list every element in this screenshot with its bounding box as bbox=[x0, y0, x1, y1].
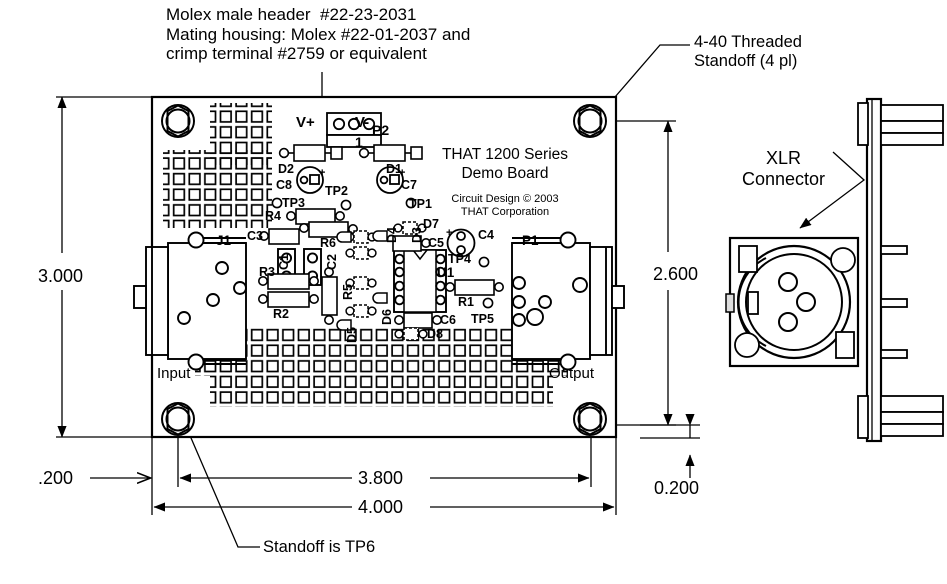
dimension-standoff-inset-bottom bbox=[640, 413, 700, 478]
dimension-label-board-width: 4.000 bbox=[358, 497, 404, 517]
silkscreen-ref-r3: R3 bbox=[259, 265, 275, 279]
silkscreen-ref-c5: C5 bbox=[428, 236, 444, 250]
silkscreen-ref-r4: R4 bbox=[265, 209, 281, 223]
resistor-r3 bbox=[257, 273, 319, 290]
dimension-label-board-height: 3.000 bbox=[38, 266, 84, 286]
silkscreen-ref-tp4: TP4 bbox=[448, 252, 471, 266]
polarity-mark-c7: + bbox=[399, 167, 406, 179]
ic-u1 bbox=[393, 249, 447, 313]
connector-j1 bbox=[133, 231, 247, 371]
dimension-label-inset-bottom: 0.200 bbox=[654, 478, 700, 498]
silkscreen-ref-tp2: TP2 bbox=[325, 184, 348, 198]
silkscreen-ref-r1: R1 bbox=[458, 295, 474, 309]
testpoint-pads bbox=[271, 197, 417, 211]
testpoint-tp4 bbox=[478, 256, 490, 268]
silkscreen-v-plus: V+ bbox=[296, 114, 315, 131]
capacitor-c6 bbox=[393, 312, 442, 329]
dimension-label-standoff-span: 3.800 bbox=[358, 468, 404, 488]
silkscreen-input-label: Input bbox=[157, 365, 191, 382]
silkscreen-ref-r6: R6 bbox=[320, 236, 336, 250]
silkscreen-ref-r5: R5 bbox=[341, 284, 355, 300]
side-profile-view bbox=[857, 97, 944, 443]
silkscreen-v-minus: V- bbox=[355, 114, 370, 131]
silkscreen-ref-p2: P2 bbox=[372, 122, 390, 138]
silkscreen-output-label: Output bbox=[549, 365, 595, 382]
dimension-label-standoff-height: 2.600 bbox=[653, 264, 699, 284]
silkscreen-ref-u1: U1 bbox=[437, 265, 455, 280]
standoff-top-left bbox=[161, 104, 195, 138]
note-standoff-tp6: Standoff is TP6 bbox=[263, 538, 376, 556]
capacitor-c3 bbox=[258, 228, 300, 245]
silkscreen-ref-d8: D8 bbox=[427, 327, 443, 341]
note-threaded-standoff: 4-40 Threaded Standoff (4 pl) bbox=[694, 33, 802, 71]
silkscreen-ref-r2: R2 bbox=[273, 307, 289, 321]
silkscreen-ref-c7: C7 bbox=[401, 178, 417, 192]
dimension-label-inset-left: .200 bbox=[38, 468, 74, 488]
silkscreen-ref-tp1: TP1 bbox=[409, 197, 432, 211]
molex-header-p2 bbox=[326, 112, 382, 148]
silkscreen-ref-c6: C6 bbox=[440, 313, 456, 327]
capacitor-c8 bbox=[296, 166, 324, 194]
silkscreen-ref-c4: C4 bbox=[478, 228, 494, 242]
resistor-r2 bbox=[257, 291, 319, 308]
silkscreen-subtitle: Circuit Design © 2003 THAT Corporation bbox=[451, 193, 559, 218]
silkscreen-ref-d4: D4 bbox=[385, 227, 399, 243]
silkscreen-ref-d2: D2 bbox=[278, 162, 294, 176]
silkscreen-ref-c2: C2 bbox=[325, 254, 339, 270]
diode-d1 bbox=[358, 144, 423, 162]
silkscreen-ref-p1: P1 bbox=[522, 233, 539, 248]
standoff-bottom-right bbox=[573, 402, 607, 436]
leader-standoff bbox=[601, 44, 690, 113]
capacitor-c7 bbox=[376, 166, 404, 194]
silkscreen-title: THAT 1200 Series Demo Board bbox=[441, 146, 569, 182]
silkscreen-ref-tp5: TP5 bbox=[471, 312, 494, 326]
diode-cluster bbox=[336, 230, 388, 331]
xlr-front-view bbox=[725, 236, 860, 368]
testpoint-tp5 bbox=[482, 297, 494, 309]
resistor-r1 bbox=[444, 279, 504, 296]
connector-p1 bbox=[511, 231, 625, 371]
silkscreen-ref-d5: D5 bbox=[345, 327, 359, 343]
silkscreen-ref-c3: C3 bbox=[247, 229, 263, 243]
silkscreen-ref-c8: C8 bbox=[276, 178, 292, 192]
silkscreen-ref-tp3: TP3 bbox=[282, 196, 305, 210]
note-molex-header: Molex male header #22-23-2031 Mating hou… bbox=[166, 5, 471, 64]
resistor-r5 bbox=[321, 266, 338, 325]
leader-tp6 bbox=[184, 423, 260, 548]
dimension-board-height bbox=[56, 96, 152, 438]
leader-xlr bbox=[799, 151, 866, 229]
silkscreen-ref-d1: D1 bbox=[386, 162, 402, 176]
capacitor-c5 bbox=[392, 235, 431, 252]
pad-field-lower bbox=[195, 328, 568, 407]
silkscreen-ref-c1: C1 bbox=[277, 254, 291, 270]
silkscreen-header-pin1: 1 bbox=[355, 134, 363, 150]
pad-field-upper-left bbox=[163, 103, 272, 228]
note-xlr-connector: XLR Connector bbox=[742, 148, 826, 190]
side-standoff-bottom bbox=[857, 395, 944, 439]
silkscreen-ref-j1: J1 bbox=[216, 233, 232, 248]
pcb-top-view bbox=[133, 95, 625, 439]
silkscreen-ref-d6: D6 bbox=[380, 309, 394, 325]
dimension-extension-lines bbox=[151, 437, 617, 515]
polarity-mark-c4: + bbox=[446, 227, 453, 239]
resistor-r4 bbox=[285, 208, 345, 225]
standoff-bottom-left bbox=[161, 402, 195, 436]
polarity-mark-c8: + bbox=[319, 167, 326, 179]
side-standoff-top bbox=[857, 102, 944, 146]
silkscreen-ref-d7: D7 bbox=[423, 217, 439, 231]
diode-d2 bbox=[278, 144, 343, 162]
diode-d8 bbox=[394, 327, 428, 341]
diode-d7 bbox=[393, 221, 427, 235]
side-pin-stubs bbox=[880, 245, 908, 359]
standoff-top-right bbox=[573, 104, 607, 138]
capacitor-c4 bbox=[446, 228, 476, 258]
